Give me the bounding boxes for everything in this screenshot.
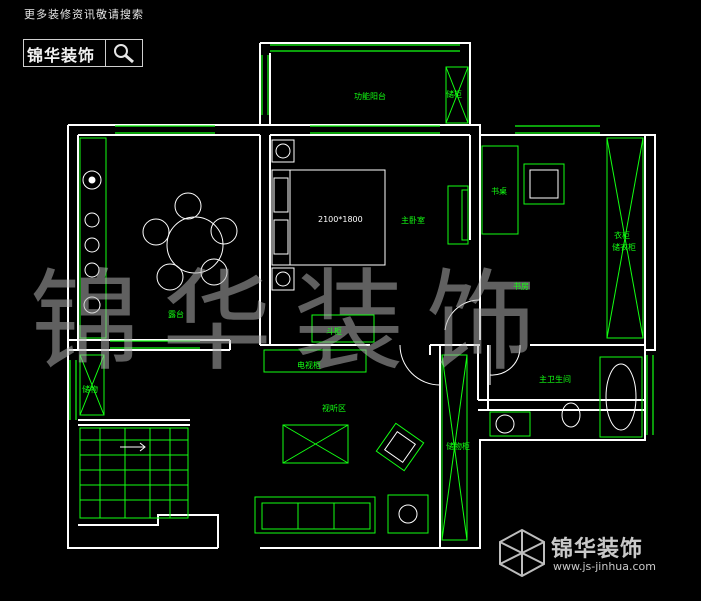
label-tv-cabinet: 电视柜 [297, 361, 321, 370]
search-button[interactable] [105, 40, 142, 66]
label-desk: 书桌 [491, 187, 507, 196]
label-wardrobe: 衣柜 [614, 231, 630, 240]
label-master-bedroom: 主卧室 [401, 216, 425, 225]
label-study: 书房 [513, 282, 529, 291]
windows [69, 44, 654, 435]
label-storage: 储衣柜 [612, 243, 636, 252]
bath-fixtures [489, 356, 643, 438]
label-cabinet: 储柜 [446, 90, 462, 99]
label-stairs-cabinet: 储物 [82, 385, 98, 394]
label-balcony: 功能阳台 [354, 92, 386, 101]
label-terrace: 露台 [168, 310, 184, 319]
header-tagline: 更多装修资讯敬请搜索 [24, 8, 144, 21]
terrace-furniture [79, 137, 238, 339]
logo-name: 锦华装饰 [551, 537, 644, 562]
brand-search-box[interactable]: 锦华装饰 [23, 39, 143, 67]
outer-walls [67, 42, 656, 549]
label-audio-visual: 视听区 [322, 404, 346, 413]
logo-url[interactable]: www.js-jinhua.com [553, 560, 656, 573]
magnifier-icon [114, 44, 134, 64]
cube-logo-icon [499, 528, 545, 577]
staircase [79, 427, 189, 519]
label-shoe-cabinet: 斗柜 [326, 327, 342, 336]
living-furniture [79, 349, 468, 541]
door-swings [399, 299, 521, 386]
brand-name: 锦华装饰 [27, 46, 96, 65]
label-bed-size: 2100*1800 [318, 215, 363, 224]
label-storage-wall: 储物柜 [446, 442, 470, 451]
balcony-cabinet [445, 66, 469, 124]
master-bedroom-furniture [271, 139, 469, 343]
study-furniture [481, 137, 644, 339]
label-master-bath: 主卫生间 [539, 375, 571, 384]
